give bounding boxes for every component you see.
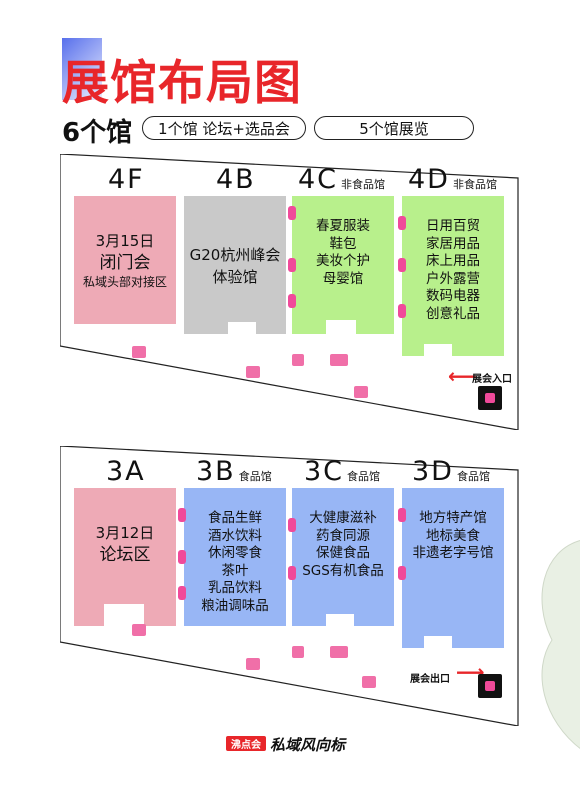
hall-3b-item: 粮油调味品 <box>201 597 269 614</box>
hall-3b-item: 休闲零食 <box>208 545 262 561</box>
hall-3b-item: 乳品饮料 <box>208 580 262 596</box>
wayfinding-tag <box>362 676 376 688</box>
hall-3b-item: 酒水饮料 <box>208 527 262 544</box>
door-icon <box>398 258 406 272</box>
hall-4d-item: 创意礼品 <box>426 305 480 322</box>
wayfinding-tag <box>246 658 260 670</box>
page-title: 展馆布局图 <box>62 56 302 111</box>
door-icon <box>288 258 296 272</box>
entrance-arrow-icon: ⟵ <box>448 364 477 388</box>
hall-4f-title: 闭门会 <box>99 253 151 273</box>
hall-4b[interactable]: G20杭州峰会 体验馆 <box>184 196 286 334</box>
hall-3c[interactable]: 大健康滋补 药食同源 保健食品 SGS有机食品 <box>292 488 394 626</box>
hall-4c-item: 鞋包 <box>329 235 357 252</box>
hall-3b[interactable]: 食品生鲜 酒水饮料 休闲零食 茶叶 乳品饮料 粮油调味品 <box>184 488 286 626</box>
restroom-icon <box>292 646 304 658</box>
hall-3d-item: 地标美食 <box>426 527 480 544</box>
hall-4f-label: 4F <box>108 164 145 195</box>
wayfinding-tag <box>246 366 260 378</box>
exit-label: 展会出口 <box>410 674 450 685</box>
door-icon <box>178 508 186 522</box>
hall-4f[interactable]: 3月15日 闭门会 私域头部对接区 <box>74 196 176 324</box>
hall-4c-item: 春夏服装 <box>316 218 370 234</box>
hall-3d-item: 非遗老字号馆 <box>412 545 494 561</box>
hall-count: 6个馆 <box>62 118 133 148</box>
hall-3d-item: 地方特产馆 <box>419 510 487 526</box>
door-icon <box>398 304 406 318</box>
hall-3a-label: 3A <box>106 456 146 487</box>
hall-3a-title: 论坛区 <box>99 545 151 565</box>
door-icon <box>288 518 296 532</box>
hall-3b-item: 食品生鲜 <box>208 510 262 526</box>
door-icon <box>288 566 296 580</box>
door-icon <box>398 508 406 522</box>
hall-4c-item: 母婴馆 <box>322 270 364 287</box>
hall-3d[interactable]: 地方特产馆 地标美食 非遗老字号馆 <box>402 488 504 648</box>
mascot-illustration <box>541 540 580 749</box>
hall-4d-item: 日用百贸 <box>426 218 480 234</box>
restroom-icon <box>292 354 304 366</box>
hall-4c-item: 美妆个护 <box>316 253 370 269</box>
wayfinding-tag <box>132 624 146 636</box>
door-icon <box>398 566 406 580</box>
hall-4f-date: 3月15日 <box>95 232 155 250</box>
hall-4c[interactable]: 春夏服装 鞋包 美妆个护 母婴馆 <box>292 196 394 334</box>
hall-4b-line-2: 体验馆 <box>212 268 258 286</box>
door-icon <box>288 206 296 220</box>
door-icon <box>178 550 186 564</box>
hall-4d-item: 户外露营 <box>426 270 480 287</box>
hall-4d-item: 数码电器 <box>426 288 480 304</box>
wayfinding-tag <box>354 386 368 398</box>
hall-4b-line-1: G20杭州峰会 <box>189 246 281 264</box>
hall-4b-label: 4B <box>216 164 256 195</box>
hall-3a[interactable]: 3月12日 论坛区 <box>74 488 176 626</box>
hall-3c-item: 大健康滋补 <box>309 510 377 526</box>
hall-4d[interactable]: 日用百贸 家居用品 床上用品 户外露营 数码电器 创意礼品 <box>402 196 504 356</box>
hall-4d-item: 床上用品 <box>426 253 480 269</box>
door-icon <box>398 216 406 230</box>
expo-pill: 5个馆展览 <box>314 116 474 140</box>
brand-badge: 沸点会 <box>226 736 266 751</box>
door-icon <box>288 294 296 308</box>
entrance-label: 展会入口 <box>472 374 512 385</box>
hall-3c-item: 保健食品 <box>316 545 370 561</box>
exit-qr-icon <box>478 674 502 698</box>
forum-pill: 1个馆 论坛+选品会 <box>142 116 306 140</box>
hall-3b-item: 茶叶 <box>221 562 249 579</box>
brand-name: 私域风向标 <box>270 736 346 754</box>
hall-4f-desc: 私域头部对接区 <box>82 275 167 289</box>
hall-3c-item: SGS有机食品 <box>302 562 384 579</box>
hall-3a-date: 3月12日 <box>95 524 155 542</box>
restroom-icon <box>330 646 348 658</box>
restroom-icon <box>330 354 348 366</box>
hall-3c-item: 药食同源 <box>316 527 370 544</box>
door-icon <box>178 586 186 600</box>
title-accent <box>62 38 102 100</box>
entrance-qr-icon <box>478 386 502 410</box>
hall-4d-item: 家居用品 <box>426 235 480 252</box>
wayfinding-tag <box>132 346 146 358</box>
